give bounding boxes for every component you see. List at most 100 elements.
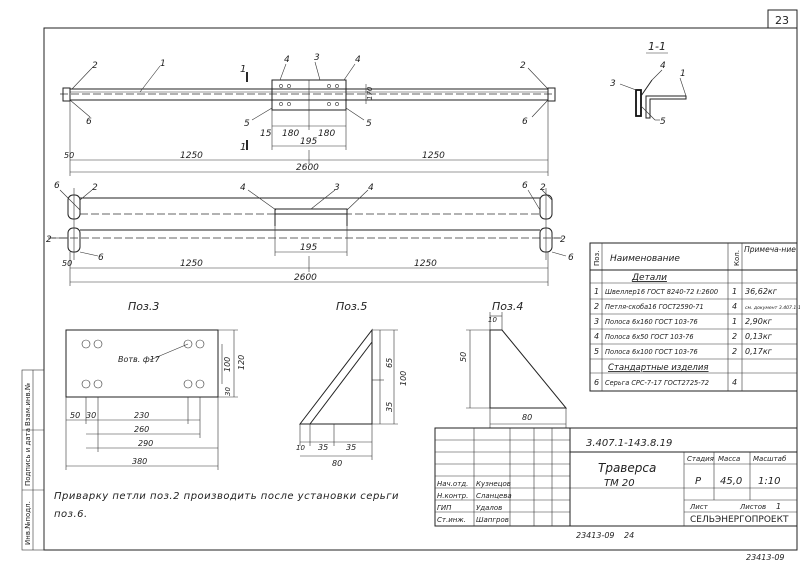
front-leader-6a: 6 bbox=[54, 181, 60, 191]
section-leader-5: 5 bbox=[660, 117, 666, 127]
front-leader-2a: 2 bbox=[92, 183, 98, 193]
spec-row-qty: 1 bbox=[732, 317, 737, 326]
front-leader-6d: 6 bbox=[568, 253, 574, 263]
spec-header-name: Наименование bbox=[610, 254, 680, 264]
sheet-number: 23 bbox=[775, 14, 789, 27]
pos5-detail: Поз.5 10 35 35 80 65 100 35 bbox=[296, 300, 408, 468]
sheet-number-box bbox=[767, 9, 798, 29]
front-dim-195: 195 bbox=[300, 243, 317, 253]
top-dim-195: 195 bbox=[300, 137, 317, 147]
pos3-detail: Поз.3 Вотв. ф17 120 100 30 50 30 230 260… bbox=[65, 300, 246, 470]
pos5-dim-35b: 35 bbox=[346, 443, 356, 452]
spec-row-qty: 4 bbox=[732, 378, 737, 387]
pos5-dim-65: 65 bbox=[385, 358, 394, 368]
pos5-dim-10: 10 bbox=[296, 444, 305, 452]
top-dim-15: 15 bbox=[260, 129, 272, 139]
top-leader-5a: 5 bbox=[244, 119, 250, 129]
spec-group-standard: Стандартные изделия bbox=[608, 363, 709, 373]
front-dim-1250b: 1250 bbox=[414, 259, 437, 269]
top-leader-5b: 5 bbox=[366, 119, 372, 129]
top-dim-2600: 2600 bbox=[296, 163, 319, 173]
top-leader-4a: 4 bbox=[284, 55, 290, 65]
front-leader-6c: 6 bbox=[98, 253, 104, 263]
spec-row-pos: 4 bbox=[594, 332, 599, 341]
top-leader-2b: 2 bbox=[520, 61, 526, 71]
spec-row-pos: 3 bbox=[594, 317, 599, 326]
tb-sheets-value: 1 bbox=[776, 502, 781, 511]
spec-table: Поз. Наименование Кол. Примеча-ние Детал… bbox=[589, 242, 800, 392]
front-leader-4b: 4 bbox=[368, 183, 374, 193]
spec-row-note: см. документ 3.407.1-143.8.6 bbox=[745, 305, 800, 311]
front-leader-6b: 6 bbox=[522, 181, 528, 191]
side-label-1: Инв.№подл. bbox=[24, 501, 32, 545]
pos3-dim-50: 50 bbox=[70, 411, 80, 420]
pos5-dim-100: 100 bbox=[399, 371, 408, 386]
pos4-detail: Поз.4 10 50 80 bbox=[459, 300, 568, 428]
side-label-2: Подпись и дата bbox=[24, 428, 32, 486]
spec-row-pos: 6 bbox=[594, 378, 599, 387]
tb-name-line2: ТМ 20 bbox=[604, 478, 635, 489]
spec-row-name: Полоса 6х160 ГОСТ 103-76 bbox=[605, 318, 698, 326]
tb-sign-role: Н.контр. bbox=[437, 492, 468, 500]
tb-col-stage: Стадия bbox=[687, 455, 714, 463]
pos4-title: Поз.4 bbox=[492, 300, 523, 313]
spec-row-name: Петля-скоба16 ГОСТ2590-71 bbox=[605, 303, 704, 311]
pos3-dim-260: 260 bbox=[134, 425, 149, 434]
pos5-title: Поз.5 bbox=[336, 300, 367, 313]
section-label: 1-1 bbox=[648, 40, 666, 53]
front-leader-2b: 2 bbox=[540, 183, 546, 193]
top-dim-170: 170 bbox=[366, 86, 374, 100]
pos4-dim-80: 80 bbox=[522, 413, 532, 422]
top-leader-1: 1 bbox=[160, 59, 166, 69]
section-mark-top: 1 bbox=[240, 64, 246, 75]
spec-header-qty: Кол. bbox=[733, 250, 741, 266]
spec-row-name: Серьга СРС-7-17 ГОСТ2725-72 bbox=[605, 379, 709, 387]
pos5-dim-80: 80 bbox=[332, 459, 342, 468]
spec-row-name: Швеллер16 ГОСТ 8240-72 ℓ:2600 bbox=[605, 288, 718, 296]
top-dim-1250b: 1250 bbox=[422, 151, 445, 161]
spec-row-note: 0,17кг bbox=[745, 347, 773, 356]
tb-col-mass: Масса bbox=[718, 455, 740, 463]
top-leader-4b: 4 bbox=[355, 55, 361, 65]
top-leader-6b: 6 bbox=[522, 117, 528, 127]
front-leader-2c: 2 bbox=[46, 235, 52, 245]
pos3-dim-v100: 100 bbox=[223, 357, 232, 372]
tb-sign-name: Удалов bbox=[476, 504, 502, 512]
pos3-dim-290: 290 bbox=[138, 439, 153, 448]
tb-sign-role: Ст.инж. bbox=[437, 516, 466, 524]
spec-row-name: Полоса 6х100 ГОСТ 103-76 bbox=[605, 348, 698, 356]
top-dim-180b: 180 bbox=[318, 129, 335, 139]
pos3-dim-v120: 120 bbox=[237, 355, 246, 370]
tb-col-scale: Масштаб bbox=[753, 455, 787, 463]
tb-bottom-code: 23413-09 bbox=[576, 531, 615, 540]
spec-header-note: Примеча-ние bbox=[744, 245, 796, 254]
section-leader-4: 4 bbox=[660, 61, 666, 71]
section-leader-3: 3 bbox=[610, 79, 616, 89]
spec-group-details: Детали bbox=[631, 273, 667, 283]
spec-row-pos: 2 bbox=[594, 302, 599, 311]
front-leader-3: 3 bbox=[334, 183, 340, 193]
top-dim-180a: 180 bbox=[282, 129, 299, 139]
pos4-dim-50: 50 bbox=[459, 352, 468, 362]
front-view: 6 2 4 3 4 6 2 2 6 2 6 50 195 1250 1250 2… bbox=[46, 181, 574, 286]
pos3-dim-30: 30 bbox=[86, 411, 96, 420]
pos3-dim-380: 380 bbox=[132, 457, 147, 466]
tb-name-line1: Траверса bbox=[598, 461, 656, 475]
top-dim-1250a: 1250 bbox=[180, 151, 203, 161]
side-strip: Инв.№подл. Подпись и дата Взам.инв.№ bbox=[21, 369, 45, 551]
top-dim-50: 50 bbox=[64, 151, 74, 160]
spec-header-pos: Поз. bbox=[593, 251, 601, 267]
top-leader-6a: 6 bbox=[86, 117, 92, 127]
spec-row-pos: 5 bbox=[594, 347, 599, 356]
pos5-dim-35: 35 bbox=[385, 402, 394, 412]
pos3-title: Поз.3 bbox=[128, 300, 159, 313]
spec-rows-standard: 6 Серьга СРС-7-17 ГОСТ2725-72 4 bbox=[594, 378, 737, 387]
front-leader-2d: 2 bbox=[560, 235, 566, 245]
section-1-1: 1-1 3 4 1 5 bbox=[610, 40, 687, 127]
spec-row-qty: 4 bbox=[732, 302, 737, 311]
tb-sign-role: Нач.отд. bbox=[437, 480, 468, 488]
section-leader-1: 1 bbox=[680, 69, 686, 79]
